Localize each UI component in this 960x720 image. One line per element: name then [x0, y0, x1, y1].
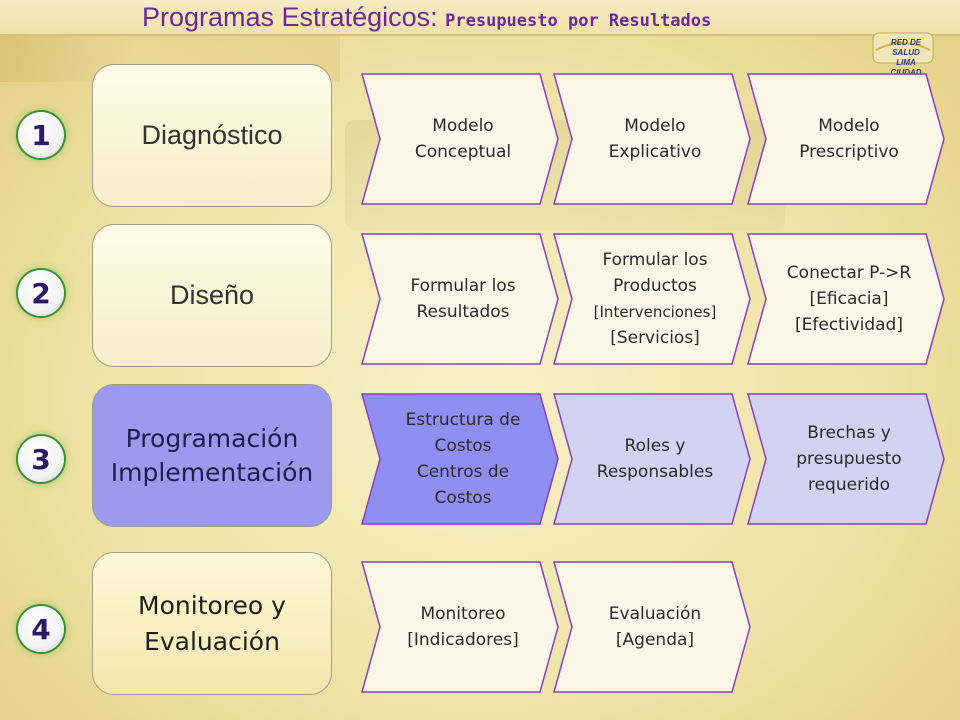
- step-label-line: [Intervenciones]: [593, 303, 717, 321]
- chevron-shape-icon: [553, 393, 751, 525]
- step-label-line: Formular los: [602, 250, 708, 270]
- process-step-2-3: Conectar P->R [Eficacia] [Efectividad]: [746, 232, 946, 366]
- step-label-line: [Efectividad]: [795, 315, 903, 335]
- stage-label-line: Programación: [125, 423, 299, 453]
- chevron-shape-icon: [747, 233, 945, 365]
- logo-line1: RED DE SALUD: [890, 38, 922, 57]
- title-main: Programas Estratégicos:: [142, 2, 438, 32]
- stage-label-line: Evaluación: [144, 626, 280, 656]
- step-number-4: 4: [18, 606, 64, 652]
- step-label-line: [Servicios]: [610, 328, 700, 348]
- step-label-line: Productos: [613, 276, 697, 296]
- chevron-shape-icon: [747, 73, 945, 205]
- step-number-3: 3: [18, 436, 64, 482]
- stage-box-1: Diagnóstico: [92, 64, 332, 207]
- step-number-2: 2: [18, 270, 64, 316]
- step-label-line: Costos: [434, 488, 492, 508]
- chevron-shape-icon: [553, 233, 751, 365]
- stage-label-line: Diseño: [169, 280, 255, 310]
- process-step-4-1: Monitoreo [Indicadores]: [360, 560, 560, 694]
- process-step-3-3: Brechas y presupuesto requerido: [746, 392, 946, 526]
- step-label-line: Evaluación: [608, 604, 702, 624]
- chevron-shape-icon: [361, 233, 559, 365]
- step-label-line: Costos: [434, 436, 492, 456]
- step-label-line: Responsables: [596, 462, 714, 482]
- stage-box-4: Monitoreo y Evaluación: [92, 552, 332, 695]
- stage-label-line: Implementación: [110, 457, 314, 487]
- step-label-line: Modelo: [432, 116, 494, 136]
- chevron-shape-icon: [553, 561, 751, 693]
- step-label-line: Centros de: [416, 462, 510, 482]
- stage-label-line: Diagnóstico: [141, 120, 283, 150]
- step-label-line: requerido: [807, 475, 890, 495]
- chevron-shape-icon: [361, 561, 559, 693]
- page-title: Programas Estratégicos: Presupuesto por …: [142, 2, 711, 33]
- step-label-line: Prescriptivo: [799, 142, 899, 162]
- step-label-line: Conectar P->R: [786, 263, 912, 283]
- step-label-line: Formular los: [410, 276, 516, 296]
- step-number-1: 1: [18, 112, 64, 158]
- step-label-line: presupuesto: [796, 449, 902, 469]
- step-label-line: Roles y: [624, 436, 686, 456]
- chevron-shape-icon: [747, 393, 945, 525]
- step-label-line: [Agenda]: [615, 630, 695, 650]
- logo-line2: LIMA CIUDAD: [890, 58, 922, 77]
- logo-text: RED DE SALUD LIMA CIUDAD: [880, 38, 932, 78]
- step-label-line: Estructura de: [405, 410, 521, 430]
- title-bar: Programas Estratégicos: Presupuesto por …: [0, 0, 960, 36]
- step-label-line: [Indicadores]: [407, 630, 519, 650]
- process-step-3-2: Roles y Responsables: [552, 392, 752, 526]
- chevron-shape-icon: [361, 73, 559, 205]
- chevron-shape-icon: [553, 73, 751, 205]
- process-step-4-2: Evaluación [Agenda]: [552, 560, 752, 694]
- stage-box-2: Diseño: [92, 224, 332, 367]
- chevron-shape-icon: [361, 393, 559, 525]
- step-label-line: [Eficacia]: [809, 289, 889, 309]
- step-label-line: Modelo: [818, 116, 880, 136]
- step-label-line: Monitoreo: [420, 604, 506, 624]
- stage-label-line: Monitoreo y: [138, 590, 286, 620]
- step-label-line: Modelo: [624, 116, 686, 136]
- step-label-line: Brechas y: [807, 423, 891, 443]
- step-label-line: Explicativo: [608, 142, 702, 162]
- step-label-line: Resultados: [416, 302, 510, 322]
- title-sub: Presupuesto por Resultados: [445, 11, 712, 31]
- step-label-line: Conceptual: [414, 142, 512, 162]
- red-de-salud-logo-icon: [872, 32, 934, 64]
